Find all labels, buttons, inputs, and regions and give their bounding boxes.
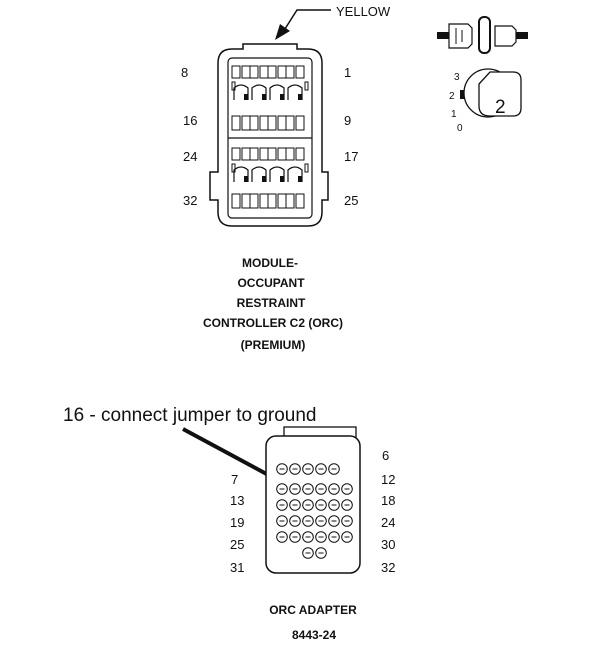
cavity-slot — [267, 193, 277, 209]
cavity-slot — [285, 115, 295, 131]
position-label-0: 0 — [457, 123, 463, 134]
pin-label-16: 16 — [183, 113, 197, 128]
cavity-latch — [251, 84, 267, 100]
color-pointer-arrowhead — [275, 24, 290, 40]
cavity-edge — [231, 163, 236, 173]
c2-title-line-1: MODULE- — [242, 256, 298, 270]
key-number: 2 — [495, 97, 506, 118]
pin-label-32: 32 — [183, 193, 197, 208]
cavity-slot — [249, 115, 259, 131]
terminal-body — [448, 23, 473, 49]
cavity-latch — [287, 166, 303, 182]
cavity-latch — [287, 84, 303, 100]
cavity-slot — [231, 193, 241, 209]
adapter-label-25: 25 — [230, 537, 244, 552]
cavity-slot — [231, 147, 241, 161]
c2-title-line-2: OCCUPANT — [237, 276, 305, 290]
orc-adapter: 16 - connect jumper to ground 7 13 19 25… — [63, 405, 395, 642]
cavity-latch-tab — [280, 94, 284, 100]
cavity-latch-tab — [262, 176, 266, 182]
cavity-edge — [304, 81, 309, 91]
cavity-latch — [269, 166, 285, 182]
adapter-label-18: 18 — [381, 493, 395, 508]
cavity-edge — [231, 81, 236, 91]
cavity-edge — [304, 163, 309, 173]
adapter-pin-grid — [276, 463, 353, 559]
terminal-mate-body — [494, 25, 517, 47]
cavity-slot — [231, 65, 241, 79]
adapter-label-19: 19 — [230, 515, 244, 530]
cavity-slot — [295, 147, 305, 161]
adapter-label-12: 12 — [381, 472, 395, 487]
cavity-slot — [249, 193, 259, 209]
cavity-slot — [231, 115, 241, 131]
cavity-latch — [251, 166, 267, 182]
adapter-label-32: 32 — [381, 560, 395, 575]
cavity-slot — [285, 193, 295, 209]
adapter-label-31: 31 — [230, 560, 244, 575]
cavity-slot — [285, 147, 295, 161]
cavity-latch-tab — [298, 94, 302, 100]
c2-title-line-4: CONTROLLER C2 (ORC) — [203, 316, 343, 330]
cavity-slot — [295, 193, 305, 209]
pin-label-1: 1 — [344, 65, 351, 80]
terminal-legend: 3 2 1 0 2 — [437, 16, 528, 134]
cavity-slot — [285, 65, 295, 79]
cavity-latch-tab — [298, 176, 302, 182]
color-label: YELLOW — [336, 4, 391, 19]
cavity-latch-tab — [280, 176, 284, 182]
cavity-slot — [267, 65, 277, 79]
adapter-title: ORC ADAPTER — [269, 603, 357, 617]
position-label-2: 2 — [449, 91, 455, 102]
cavity-latch-tab — [244, 94, 248, 100]
pin-label-24: 24 — [183, 149, 197, 164]
pin-label-9: 9 — [344, 113, 351, 128]
terminal-lock-ring — [478, 16, 491, 54]
adapter-part-number: 8443-24 — [292, 628, 336, 642]
terminal-right-tab — [516, 32, 528, 39]
cavity-slot — [295, 65, 305, 79]
cavity-latch — [233, 84, 249, 100]
c2-connector: YELLOW 8 1 16 9 24 17 32 25 MODULE- OCCU… — [181, 4, 391, 352]
cavity-slot — [249, 65, 259, 79]
color-pointer-line — [282, 9, 331, 33]
cavity-slot — [267, 147, 277, 161]
cavity-slot — [267, 115, 277, 131]
cavity-slot — [295, 115, 305, 131]
cavity-latch-tab — [244, 176, 248, 182]
c2-cavity-grid — [231, 65, 309, 209]
pin-label-25: 25 — [344, 193, 358, 208]
adapter-label-7: 7 — [231, 472, 238, 487]
cavity-slot — [249, 147, 259, 161]
adapter-label-13: 13 — [230, 493, 244, 508]
jumper-instruction: 16 - connect jumper to ground — [63, 405, 317, 426]
adapter-label-6: 6 — [382, 448, 389, 463]
position-label-3: 3 — [454, 72, 460, 83]
pin-label-8: 8 — [181, 65, 188, 80]
c2-title-line-5: (PREMIUM) — [241, 338, 306, 352]
position-label-1: 1 — [451, 109, 457, 120]
adapter-label-24: 24 — [381, 515, 395, 530]
cavity-latch — [269, 84, 285, 100]
pin-label-17: 17 — [344, 149, 358, 164]
terminal-left-tab — [437, 32, 449, 39]
switch-key — [478, 71, 522, 117]
adapter-label-30: 30 — [381, 537, 395, 552]
c2-title: MODULE- OCCUPANT RESTRAINT CONTROLLER C2… — [203, 256, 343, 352]
cavity-latch-tab — [262, 94, 266, 100]
c2-title-line-3: RESTRAINT — [237, 296, 306, 310]
cavity-latch — [233, 166, 249, 182]
